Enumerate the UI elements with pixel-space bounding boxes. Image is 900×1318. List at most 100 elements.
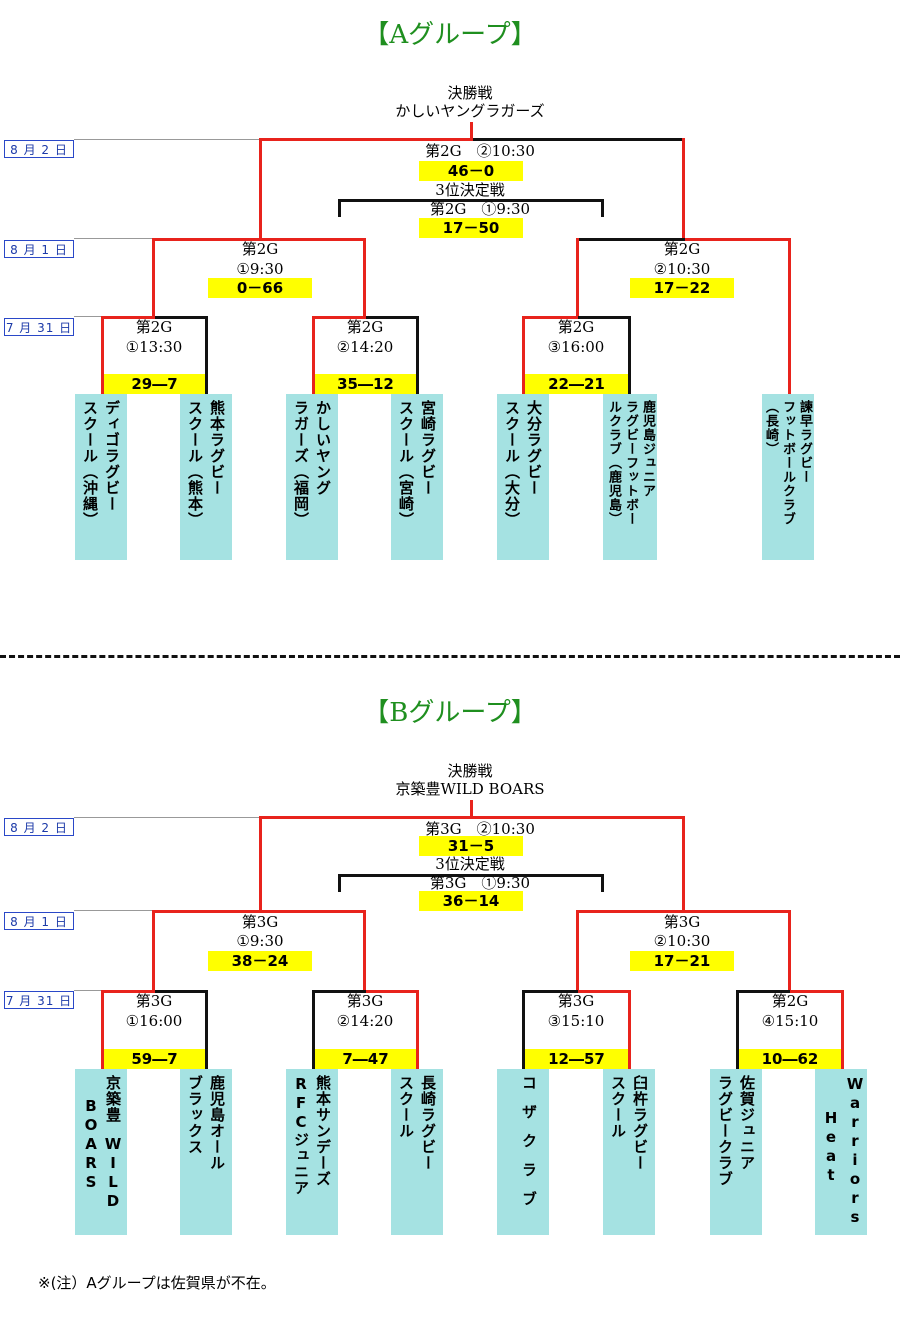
r2-time: ②14:20 (336, 338, 394, 356)
r3-line (522, 990, 525, 1070)
final-line-left (259, 138, 473, 141)
final-winner-line (470, 800, 473, 817)
section-divider (0, 655, 900, 658)
final-info: 第3G ②10:30 (425, 820, 535, 838)
r1-ground: 第2G (135, 318, 173, 336)
semi2-ground: 第2G (663, 240, 701, 258)
r2-line (416, 990, 419, 1070)
team-name: 臼杵ラグビー (631, 1075, 649, 1171)
date-line (74, 910, 154, 911)
team-card: 鹿児島ジュニア ラグビーフットボー ルクラブ（鹿児島） (603, 394, 657, 560)
semi1-ground: 第2G (241, 240, 279, 258)
team-card: 熊本ラグビー スクール（熊本） (180, 394, 232, 560)
r3-line (522, 990, 578, 993)
r1-line (101, 316, 155, 319)
group-a-title: 【Aグループ】 (363, 20, 537, 50)
team-card: ディゴラグビー スクール（沖縄） (75, 394, 127, 560)
semi2-line (576, 910, 579, 992)
r2-line (312, 990, 366, 993)
third-place-label: 3位決定戦 (435, 855, 505, 873)
third-place-score: 36－14 (419, 891, 523, 911)
r4-ground: 第2G (771, 992, 809, 1010)
semi2-score: 17－22 (630, 278, 734, 298)
date-line (74, 990, 101, 991)
team-name: コザクラブ (520, 1075, 538, 1220)
team-name: かしいヤング (314, 400, 332, 496)
semi1-time: ①9:30 (236, 260, 284, 278)
date-line (74, 139, 260, 140)
semi2-score: 17－21 (630, 951, 734, 971)
r3-line (578, 316, 630, 319)
r3-line (522, 316, 525, 396)
third-place-score: 17－50 (419, 218, 523, 238)
semi1-line (152, 238, 364, 241)
r3-line (628, 316, 631, 396)
r4-score: 10―62 (739, 1049, 841, 1069)
r3-score: 12―57 (525, 1049, 628, 1069)
team-card: 大分ラグビー スクール（大分） (497, 394, 549, 560)
r2-score: 7―47 (315, 1049, 416, 1069)
r1-line (101, 990, 155, 993)
date-label-jul31: 7 月 31 日 (4, 318, 74, 336)
third-place-line (601, 874, 604, 892)
third-place-line (338, 874, 604, 877)
semi2-line (788, 238, 791, 396)
third-place-info: 第2G ①9:30 (429, 200, 531, 218)
semi2-line (788, 910, 791, 992)
team-card: Warriors Heat (815, 1069, 867, 1235)
r2-score: 35―12 (315, 374, 416, 394)
team-name: 鹿児島ジュニア (640, 400, 655, 498)
group-a-bracket: 【Aグループ】 決勝戦 かしいヤングラガーズ 8 月 2 日 8 月 1 日 7… (0, 0, 900, 640)
final-line-right (473, 816, 685, 819)
r1-line (101, 990, 104, 1070)
date-line (74, 817, 260, 818)
semi2-line (576, 238, 579, 318)
r4-line (841, 990, 844, 1070)
r3-line (628, 990, 631, 1070)
team-name: 熊本サンデーズ (314, 1075, 332, 1187)
team-name: 熊本ラグビー (208, 400, 226, 496)
r3-ground: 第2G (557, 318, 595, 336)
final-score: 46－0 (419, 161, 523, 181)
team-card: コザクラブ (497, 1069, 549, 1235)
r2-ground: 第2G (346, 318, 384, 336)
third-place-info: 第3G ①9:30 (429, 874, 531, 892)
team-name: ブラックス (186, 1075, 204, 1155)
champion-name: 京築豊WILD BOARS (395, 780, 545, 798)
semi1-score: 38－24 (208, 951, 312, 971)
date-label-aug1: 8 月 1 日 (4, 912, 74, 930)
team-name: ラグビークラブ (716, 1075, 734, 1187)
final-label: 決勝戦 (447, 762, 493, 780)
r4-line (736, 990, 739, 1070)
third-place-line (338, 874, 341, 892)
r1-time: ①13:30 (125, 338, 183, 356)
team-name: ラグビーフットボー (623, 400, 638, 526)
final-line (682, 138, 685, 240)
final-label: 決勝戦 (447, 84, 493, 102)
semi1-line (363, 910, 366, 992)
final-info: 第2G ②10:30 (425, 142, 535, 160)
group-b-bracket: 【Bグループ】 決勝戦 京築豊WILD BOARS 8 月 2 日 8 月 1 … (0, 678, 900, 1318)
semi2-line (576, 238, 686, 241)
date-label-aug1: 8 月 1 日 (4, 240, 74, 258)
team-name: 大分ラグビー (525, 400, 543, 496)
r2-time: ②14:20 (336, 1012, 394, 1030)
semi2-line (685, 238, 791, 241)
team-name: WILD (104, 1135, 122, 1211)
third-place-label: 3位決定戦 (435, 181, 505, 199)
champion-name: かしいヤングラガーズ (395, 102, 545, 120)
r1-time: ①16:00 (125, 1012, 183, 1030)
semi1-line (363, 238, 366, 318)
semi1-score: 0－66 (208, 278, 312, 298)
semi1-line (152, 238, 155, 318)
date-label-aug2: 8 月 2 日 (4, 818, 74, 836)
r2-line (312, 990, 315, 1070)
team-name: スクール（沖縄） (81, 400, 99, 528)
team-card: かしいヤング ラガーズ（福岡） (286, 394, 338, 560)
third-place-line (601, 199, 604, 217)
team-name: Heat (822, 1109, 840, 1185)
date-label-aug2: 8 月 2 日 (4, 140, 74, 158)
team-name: BOARS (82, 1097, 100, 1192)
semi1-ground: 第3G (241, 913, 279, 931)
semi2-ground: 第3G (663, 913, 701, 931)
